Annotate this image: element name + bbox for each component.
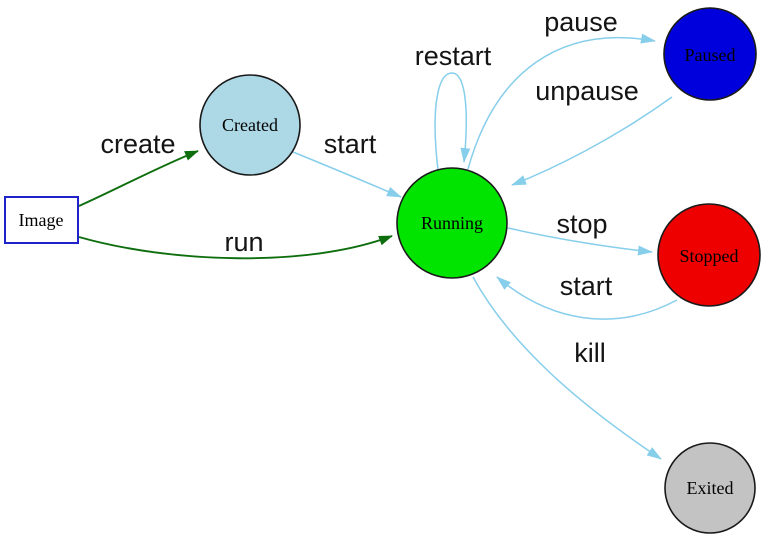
edge-run <box>78 235 393 260</box>
node-stopped: Stopped <box>657 203 761 307</box>
stopped-node-label: Stopped <box>679 246 738 266</box>
edge-unpause <box>511 96 673 186</box>
edge-label-unpause: unpause <box>535 76 639 106</box>
edge-label-stop: stop <box>556 209 607 239</box>
edge-label-pause: pause <box>544 7 618 37</box>
paused-node-label: Paused <box>685 45 736 65</box>
exited-node-label: Exited <box>687 478 734 498</box>
edge-kill <box>472 276 662 460</box>
exited-node-circle <box>664 442 756 534</box>
running-node-label: Running <box>421 213 483 233</box>
node-running: Running <box>396 167 508 279</box>
edge-label-kill: kill <box>574 338 606 368</box>
edge-restart-self-loop <box>434 72 471 171</box>
edge-pause <box>467 33 656 170</box>
edges <box>78 33 678 460</box>
node-paused: Paused <box>663 7 757 101</box>
running-node-circle <box>396 167 508 279</box>
node-created: Created <box>199 74 301 176</box>
edge-create <box>78 150 199 207</box>
edge-label-restart: restart <box>415 41 492 71</box>
image-node-label: Image <box>19 210 64 230</box>
edge-labels: create run start restart pause unpause s… <box>100 7 638 368</box>
edge-start-from-created <box>292 151 402 198</box>
edge-label-start-upper: start <box>324 129 377 159</box>
edge-stop <box>507 227 653 256</box>
created-node-label: Created <box>222 115 278 135</box>
node-image: Image <box>4 196 79 244</box>
created-node-circle <box>199 74 301 176</box>
edge-label-create: create <box>100 129 175 159</box>
edge-label-start-lower: start <box>560 271 613 301</box>
stopped-node-circle <box>657 203 761 307</box>
paused-node-circle <box>663 7 757 101</box>
edge-label-run: run <box>224 227 263 257</box>
node-exited: Exited <box>664 442 756 534</box>
edge-start-from-stopped <box>496 276 678 320</box>
image-node-box <box>4 196 79 244</box>
